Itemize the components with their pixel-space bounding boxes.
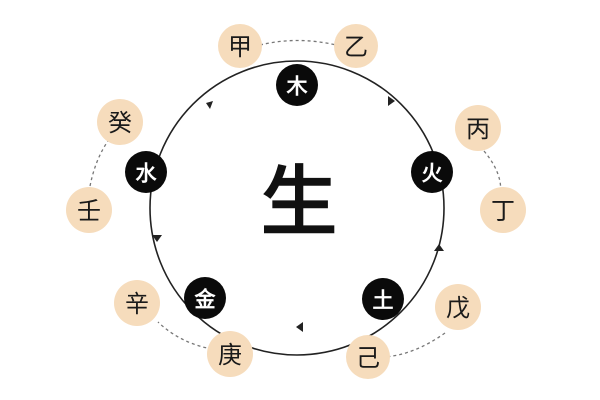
element-wood: 木 [276,64,318,106]
element-label: 木 [286,74,309,99]
stem-label: 癸 [108,109,132,137]
element-label: 火 [422,161,443,186]
stem-circle [455,105,501,151]
stem-circle [66,187,112,233]
stem-label: 甲 [228,33,252,61]
stem-label: 乙 [344,33,368,61]
stem-link-ren-gui [88,137,111,193]
stem-label: 壬 [77,197,101,225]
element-circle [184,277,226,319]
stem-geng: 庚 [207,331,253,377]
stem-bing: 丙 [455,105,501,151]
stem-circle [218,24,262,68]
stem-label: 己 [356,344,380,372]
element-label: 金 [194,287,217,312]
stem-link-jia-yi [259,39,337,46]
stem-xin: 辛 [114,280,160,326]
element-label: 土 [373,288,394,313]
element-label: 水 [136,161,158,186]
element-circle [411,151,453,193]
element-earth: 土 [362,278,404,320]
element-metal: 金 [184,277,226,319]
stem-wu: 戊 [435,284,481,330]
stem-circle [334,24,378,68]
stem-link-wu-ji [383,332,446,358]
element-water: 水 [125,151,167,193]
stem-circle [114,280,160,326]
stem-yi: 乙 [334,24,378,68]
element-circle [125,151,167,193]
stem-circle [97,99,143,145]
stem-label: 戊 [446,294,470,322]
stem-gui: 癸 [97,99,143,145]
arrow-icon [296,322,303,332]
stem-ren: 壬 [66,187,112,233]
center-label: 生 [261,158,337,247]
stem-circle [207,331,253,377]
stem-circle [435,284,481,330]
stem-jia: 甲 [218,24,262,68]
arrow-icon [434,244,444,251]
stem-label: 丙 [466,115,490,143]
cycle-direction-arrows [152,96,444,332]
element-fire: 火 [411,151,453,193]
stem-label: 丁 [491,197,515,225]
stem-label: 辛 [125,290,149,318]
element-circle [276,64,318,106]
stem-circle [346,335,390,379]
arrow-icon [206,101,213,109]
element-circle [362,278,404,320]
generation-cycle-ring [149,60,445,356]
stem-ji: 己 [346,335,390,379]
stem-label: 庚 [218,341,242,369]
arrow-icon [152,235,162,242]
arrow-icon [388,96,395,106]
stem-circle [480,187,526,233]
stem-ding: 丁 [480,187,526,233]
